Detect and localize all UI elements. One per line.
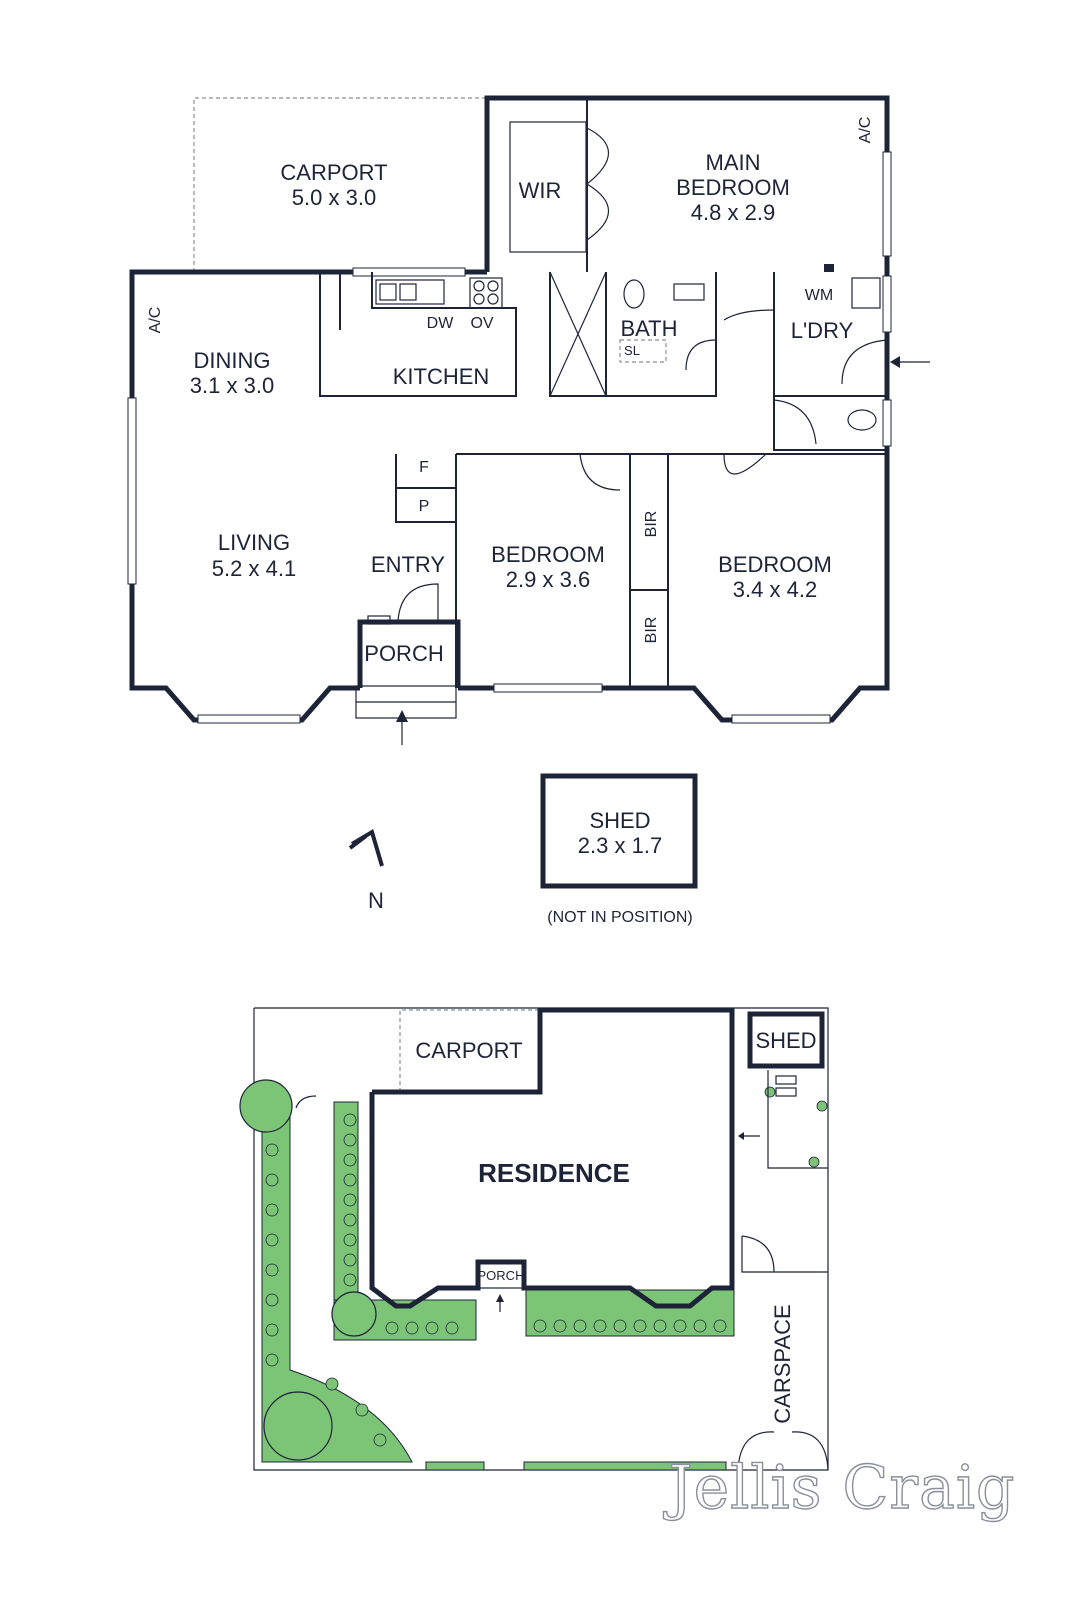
north-label: N [368,888,384,913]
bedroom3-label: BEDROOM [718,552,832,577]
main-bedroom-label-1: MAIN [706,150,761,175]
bedroom2-dimensions: 2.9 x 3.6 [506,567,590,592]
bath-label: BATH [620,316,677,341]
entry-label: ENTRY [371,552,445,577]
bedroom2-label: BEDROOM [491,542,605,567]
porch-label: PORCH [364,641,443,666]
site-carport-label: CARPORT [415,1038,522,1063]
bedroom3-dimensions: 3.4 x 4.2 [733,577,817,602]
laundry-label: L'DRY [791,318,854,343]
ac-right-label: A/C [857,117,874,144]
shed-label: SHED [589,808,650,833]
oven-label: OV [470,315,493,332]
site-shed-label: SHED [755,1028,816,1053]
living-label: LIVING [218,530,290,555]
shed-dimensions: 2.3 x 1.7 [578,833,662,858]
living-dimensions: 5.2 x 4.1 [212,556,296,581]
bir-lower-label: BIR [643,617,660,644]
shed-note: (NOT IN POSITION) [547,909,692,926]
pantry-label: P [419,498,430,515]
bir-upper-label: BIR [643,511,660,538]
washing-machine-label: WM [805,287,833,304]
fridge-label: F [419,459,429,476]
site-carspace-label: CARSPACE [770,1304,795,1423]
skylight-label: SL [624,343,640,358]
floor-plan: CARPORT 5.0 x 3.0 MAIN BEDROOM 4.8 x 2.9… [127,95,930,926]
carport-dimensions: 5.0 x 3.0 [292,185,376,210]
kitchen-label: KITCHEN [393,364,490,389]
north-arrow-icon [348,828,384,867]
main-bedroom-label-2: BEDROOM [676,175,790,200]
dining-label: DINING [194,348,271,373]
brand-logo: Jellis Craig [663,1453,1016,1523]
main-bedroom-dimensions: 4.8 x 2.9 [691,200,775,225]
wir-label: WIR [519,178,562,203]
dining-dimensions: 3.1 x 3.0 [190,373,274,398]
site-porch-label: PORCH [478,1268,525,1283]
ac-left-label: A/C [147,307,164,334]
site-plan: CARPORT SHED RESIDENCE PORCH CARSPACE [239,1007,829,1471]
site-residence-label: RESIDENCE [478,1158,630,1188]
carport-label: CARPORT [280,160,387,185]
dishwasher-label: DW [427,315,455,332]
